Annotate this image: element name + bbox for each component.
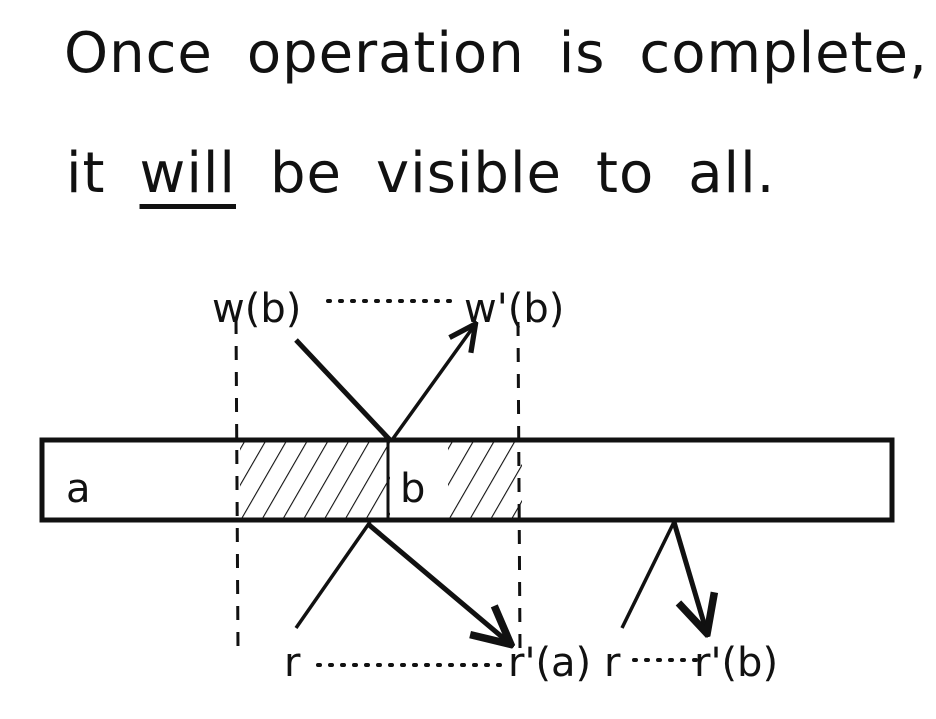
title-word: is (558, 21, 606, 86)
dashed-boundary-left (234, 319, 240, 651)
read-1-prime-label: r'(a) (508, 640, 591, 686)
read-1-label: r (284, 640, 301, 686)
hatched-region-left (240, 440, 390, 520)
title-word: complete, (639, 21, 928, 86)
title-word: be (270, 141, 342, 206)
read-2-prime-label: r'(b) (694, 640, 778, 686)
hatched-region-right (448, 440, 522, 520)
memory-bar (39, 437, 895, 523)
read-1-arrow-in (294, 520, 372, 630)
title-word: visible (376, 141, 562, 206)
title-word: operation (246, 21, 525, 86)
write-arrow-out (390, 326, 474, 442)
title-word: Once (64, 21, 213, 86)
cell-label-a: a (66, 466, 91, 512)
cell-label-b: b (400, 466, 425, 512)
write-prime-label: w'(b) (464, 286, 564, 332)
write-label: w(b) (212, 286, 301, 332)
read-2-arrow-out (671, 521, 706, 630)
read-1-arrow-out (366, 522, 508, 642)
dashed-boundary-right (516, 321, 522, 649)
title-word: it (66, 141, 106, 206)
underlined-word: will (139, 141, 236, 206)
title-word: to (596, 141, 655, 206)
write-arrow-in (294, 338, 392, 442)
title-word: all. (688, 141, 776, 206)
read-2-arrow-in (620, 521, 676, 629)
read-2-label: r (604, 640, 621, 686)
